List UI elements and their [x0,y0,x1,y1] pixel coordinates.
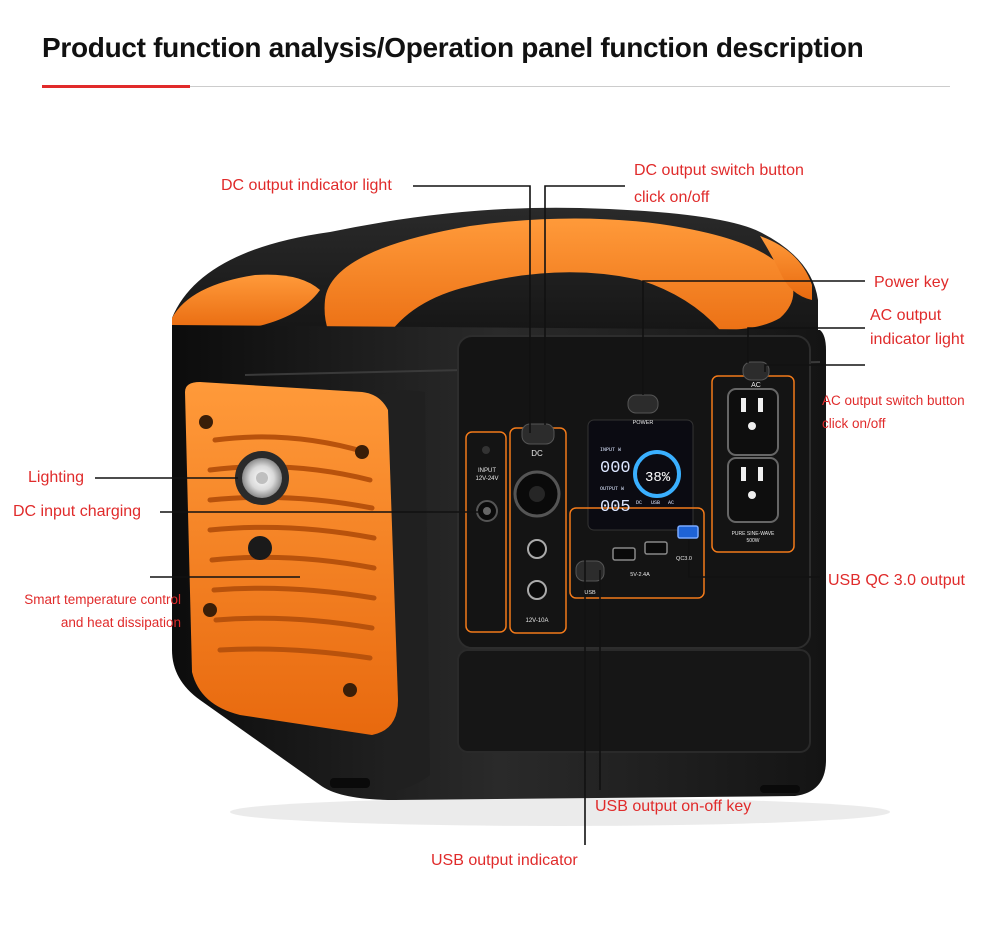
side-button [248,536,272,560]
lcd-display [587,419,694,531]
callout-ac-indicator-line1: AC output [870,307,942,324]
callout-ac-switch-line1: AC output switch button [822,393,965,408]
screw [343,683,357,697]
usb-qc-leader [688,540,820,578]
panel-ac-spec-1: PURE SINE-WAVE [732,531,775,537]
usb-qc-port [677,525,699,539]
title-underline [190,86,950,87]
callout-smart-temp-line1: Smart temperature control [24,592,181,607]
lamp-center [256,472,268,484]
usb-a-port [612,547,636,561]
dc-switch-button [521,423,555,445]
callout-smart-temp-line2: and heat dissipation [60,615,181,630]
power-button [627,394,659,414]
dc-indicator-leader [413,185,531,433]
callout-power-key: Power key [874,274,949,291]
dc-5521-port [527,539,547,559]
foot [760,785,800,793]
panel-power-label: POWER [633,420,654,426]
floor-shadow [230,798,890,826]
callout-dc-output-indicator: DC output indicator light [221,177,392,194]
callout-usb-indicator: USB output indicator [431,852,578,869]
panel-qc-label: QC3.0 [676,556,692,562]
ac-switch-button [742,361,770,381]
page-title: Product function analysis/Operation pane… [42,32,864,63]
power-key-leader [642,280,865,395]
display-output-value: 005 [600,498,631,517]
panel-input-spec: 12V-24V [475,476,498,482]
dc-5521-port [527,580,547,600]
display-usb: USB [651,500,660,506]
screw [355,445,369,459]
callout-dc-input: DC input charging [13,503,142,520]
panel-ac-label: AC [751,382,761,389]
display-dc: DC [636,500,642,506]
handle-orange-grip [324,218,794,354]
callout-dc-switch-line1: DC output switch button [634,162,804,179]
panel-dc-label: DC [531,449,543,458]
display-input-label: INPUT W [600,447,621,453]
usb-zone-outline [569,507,705,599]
callout-usb-qc: USB QC 3.0 output [828,572,965,589]
screw [203,603,217,617]
callout-lines [95,185,865,845]
display-output-label: OUTPUT W [600,486,624,492]
callout-usb-key: USB output on-off key [595,798,752,815]
display-input-value: 000 [600,459,631,478]
ac-outlet [727,388,779,456]
dc-switch-leader [544,185,625,425]
input-indicator-dot [482,446,490,454]
display-percent: 38% [645,470,671,486]
callout-dc-switch-line2: click on/off [634,189,710,206]
vent-slots [207,434,377,661]
input-zone-outline [465,431,507,633]
foot [330,778,370,788]
handle-left-corner [172,274,320,333]
panel-dc-spec: 12V-10A [525,618,548,624]
callout-ac-indicator-line2: indicator light [870,331,965,348]
screw [199,415,213,429]
usb-switch-button [575,560,605,582]
ac-outlet [727,457,779,523]
front-lower-panel [457,649,811,753]
display-ac: AC [668,500,674,506]
handle-right-corner [760,236,812,300]
ac-indicator-leader [747,327,865,363]
panel-usb-spec: 5V-2.4A [630,572,650,578]
panel-input-label: INPUT [478,468,496,474]
battery-ring [633,450,681,498]
title-underline-accent [42,85,190,88]
ac-switch-leader [764,364,865,372]
panel-usb-label: USB [584,590,596,596]
panel-ac-spec-2: 500W [746,538,759,544]
callout-lighting: Lighting [28,469,85,486]
callout-ac-switch-line2: click on/off [822,416,886,431]
usb-a-port [644,541,668,555]
